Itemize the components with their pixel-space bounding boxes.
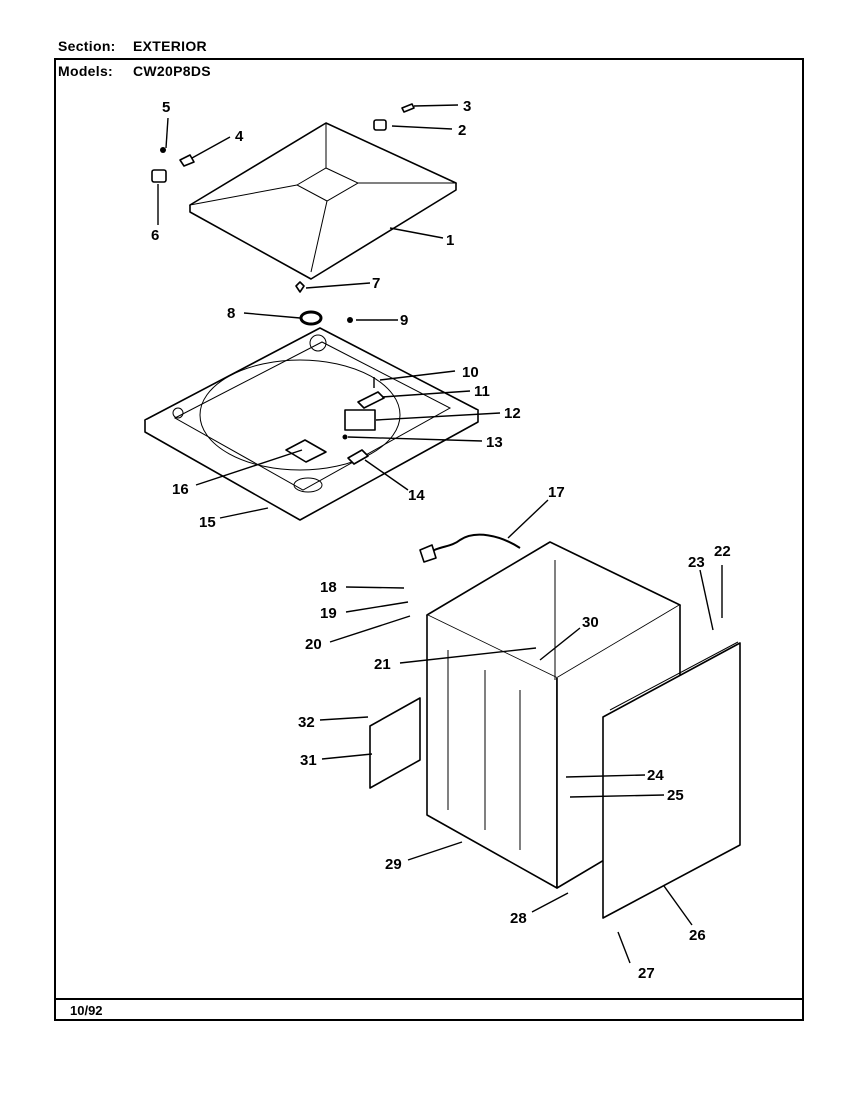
callout-5: 5: [162, 99, 170, 116]
callout-16: 16: [172, 481, 189, 498]
callout-32: 32: [298, 714, 315, 731]
callout-18: 18: [320, 579, 337, 596]
hinge-parts: [151, 103, 415, 293]
footer-date: 10/92: [70, 1003, 103, 1018]
leader-lines: [157, 104, 723, 964]
callout-2: 2: [458, 122, 466, 139]
callout-3: 3: [463, 98, 471, 115]
callout-8: 8: [227, 305, 235, 322]
callout-30: 30: [582, 614, 599, 631]
access-panel-part: [369, 697, 421, 789]
side-panel-part: [602, 642, 741, 919]
callout-22: 22: [714, 543, 731, 560]
models-value: CW20P8DS: [133, 63, 211, 79]
models-label: Models:: [58, 63, 113, 79]
callout-23: 23: [688, 554, 705, 571]
callout-15: 15: [199, 514, 216, 531]
callout-1: 1: [446, 232, 454, 249]
callout-6: 6: [151, 227, 159, 244]
callout-29: 29: [385, 856, 402, 873]
section-label: Section:: [58, 38, 116, 54]
callout-26: 26: [689, 927, 706, 944]
callout-12: 12: [504, 405, 521, 422]
callout-17: 17: [548, 484, 565, 501]
callout-9: 9: [400, 312, 408, 329]
callout-24: 24: [647, 767, 664, 784]
callout-13: 13: [486, 434, 503, 451]
switch-parts: [342, 377, 385, 465]
callout-31: 31: [300, 752, 317, 769]
lid-part: [189, 122, 457, 280]
callout-19: 19: [320, 605, 337, 622]
callout-14: 14: [408, 487, 425, 504]
section-value: EXTERIOR: [133, 38, 207, 54]
footer-divider: [54, 998, 804, 1000]
callout-10: 10: [462, 364, 479, 381]
callout-27: 27: [638, 965, 655, 982]
top-cover-part: [144, 327, 479, 521]
diagram-frame: [54, 58, 804, 1021]
callout-4: 4: [235, 128, 244, 145]
callout-11: 11: [474, 383, 490, 400]
callout-7: 7: [372, 275, 380, 292]
callout-labels: 1 2 3 4 5 6 7 8 9 10 11 12 13 14 15 16 1…: [151, 98, 731, 982]
callout-25: 25: [667, 787, 684, 804]
callout-28: 28: [510, 910, 527, 927]
callout-20: 20: [305, 636, 322, 653]
callout-21: 21: [374, 656, 391, 673]
